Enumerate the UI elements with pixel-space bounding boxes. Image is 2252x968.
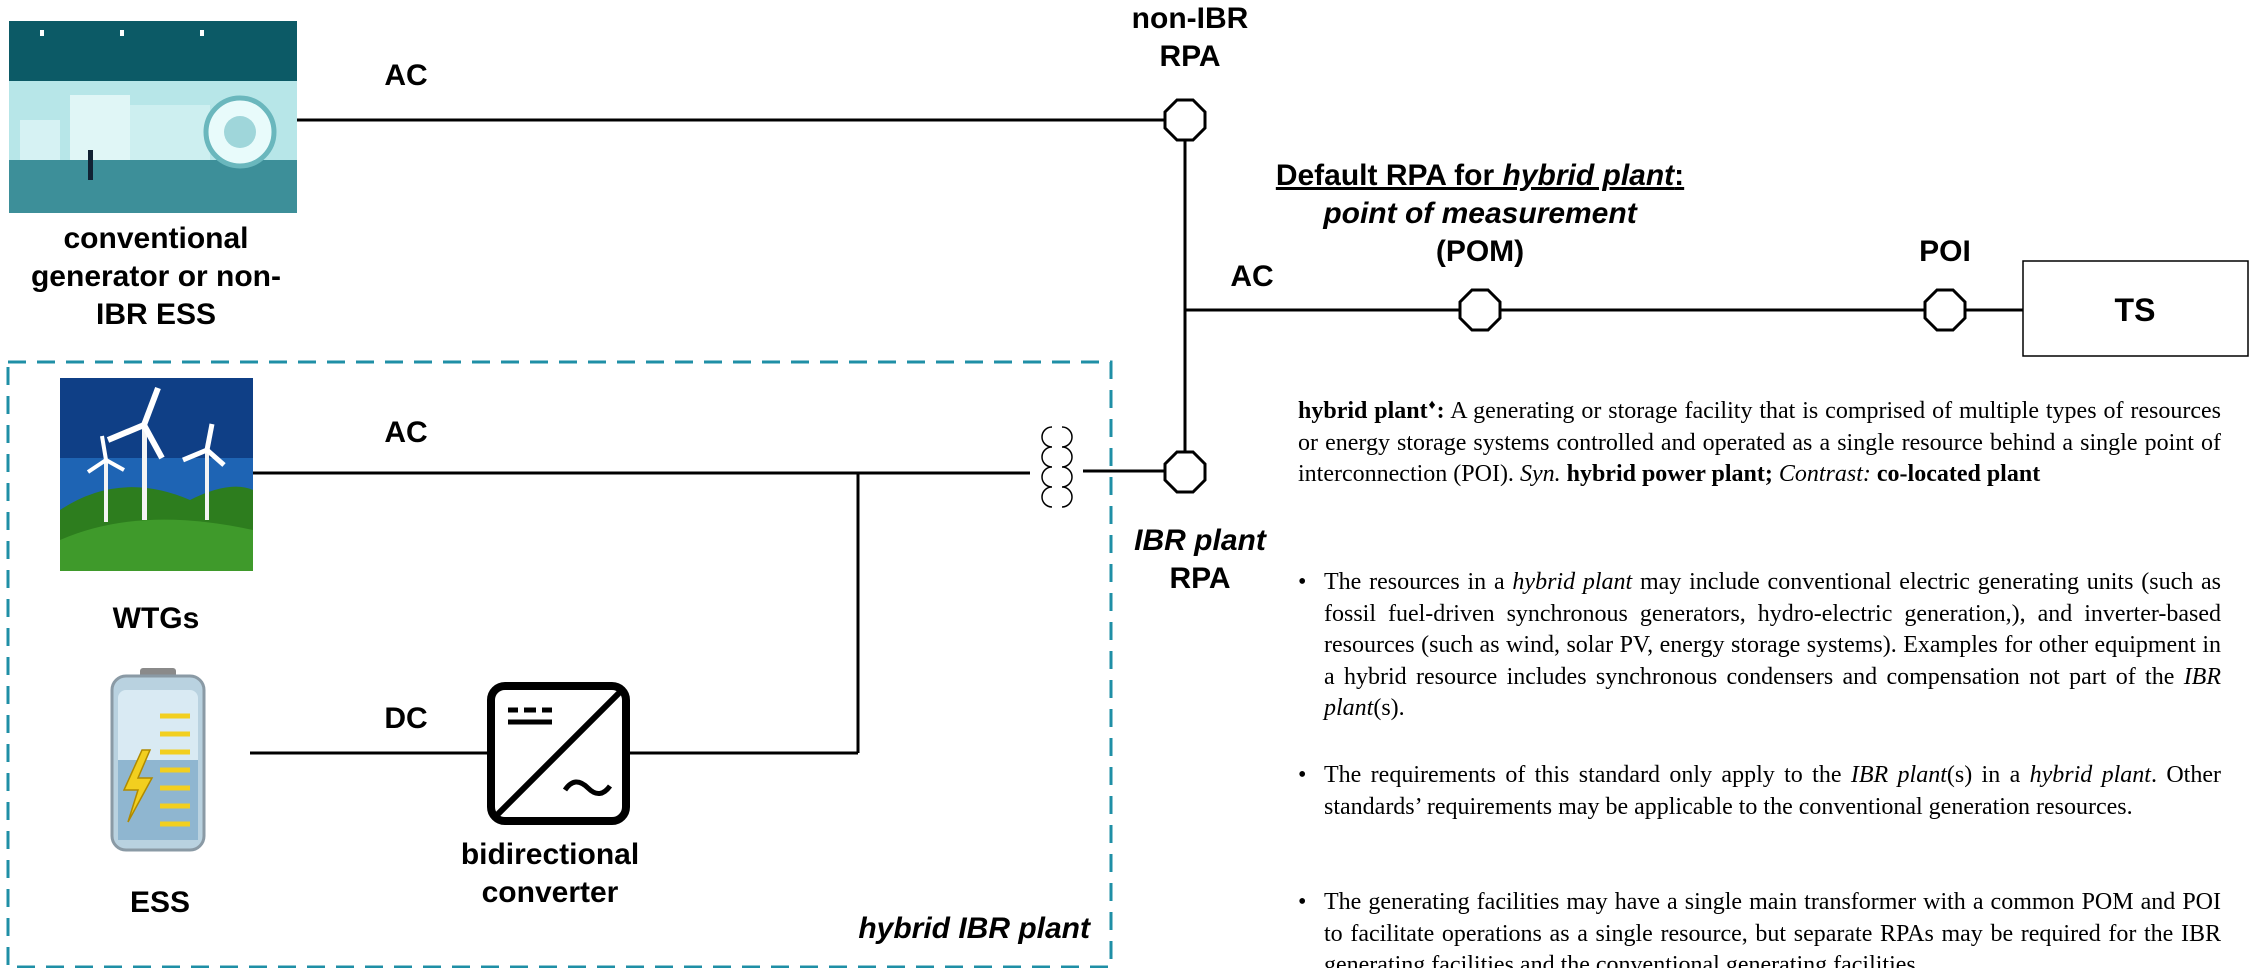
ac-label-wtg: AC xyxy=(384,416,428,449)
bullet-2-text-a: The requirements of this standard only a… xyxy=(1324,762,1851,788)
bullet-1-text-b: may include conventional electric genera… xyxy=(1324,569,2222,690)
definition-term-mark: ♦ xyxy=(1427,398,1437,413)
conventional-generator-label: conventional generator or non- IBR ESS xyxy=(0,220,312,334)
wiring xyxy=(250,118,2023,755)
ess-label: ESS xyxy=(129,886,191,919)
pom-line2: (POM) xyxy=(1435,235,1525,268)
conventional-line3: IBR ESS xyxy=(95,298,217,331)
bullet-3-text: The generating facilities may have a sin… xyxy=(1324,889,2221,968)
definition-syn-term: hybrid power plant; xyxy=(1560,461,1773,487)
definition-text: A generating or storage facility that is… xyxy=(1298,398,2221,487)
definition-contrast-term: co-located plant xyxy=(1870,461,2041,487)
bullet-2-italic-2: hybrid plant xyxy=(2029,762,2151,788)
definition-colon: : xyxy=(1436,398,1445,424)
poi-label: POI xyxy=(1919,235,1971,268)
bullet-2-marker: • xyxy=(1298,762,1307,788)
ac-label-top: AC xyxy=(384,59,428,92)
ts-box xyxy=(2022,260,2249,357)
battery-image xyxy=(110,668,206,852)
transformer-symbol xyxy=(1041,426,1073,508)
ts-label: TS xyxy=(2114,292,2156,328)
default-rpa-suffix: : xyxy=(1674,159,1685,192)
non-ibr-rpa-line1: non-IBR xyxy=(1131,2,1249,35)
hybrid-ibr-plant-boundary xyxy=(6,360,1113,968)
ibr-rpa-label: IBR plant RPA xyxy=(1115,522,1285,598)
ac-label-mid: AC xyxy=(1230,260,1274,293)
default-rpa-label: Default RPA for hybrid plant: point of m… xyxy=(1230,157,1730,271)
bullet-1: • The resources in a hybrid plant may inc… xyxy=(1298,567,2221,725)
bullet-3-marker: • xyxy=(1298,889,1307,915)
bullet-2-italic: IBR plant xyxy=(1850,762,1947,788)
pom-node xyxy=(1458,288,1502,332)
ibr-rpa-line2: RPA xyxy=(1169,562,1231,595)
converter-line2: converter xyxy=(481,876,619,909)
conventional-generator-image xyxy=(9,21,297,213)
converter-line1: bidirectional xyxy=(460,838,640,871)
conventional-line2: generator or non- xyxy=(30,260,281,293)
default-rpa-prefix: Default RPA for xyxy=(1275,159,1503,192)
ibr-rpa-line1: IBR plant xyxy=(1134,524,1266,557)
hybrid-plant-definition: hybrid plant♦: A generating or storage f… xyxy=(1298,390,2221,491)
definition-contrast-label: Contrast: xyxy=(1772,461,1871,487)
non-ibr-rpa-node xyxy=(1163,98,1207,142)
bullet-1-italic: hybrid plant xyxy=(1512,569,1633,595)
bullet-2-text-b: (s) in a xyxy=(1946,762,2030,788)
bullet-1-marker: • xyxy=(1298,569,1307,595)
pom-line1: point of measurement xyxy=(1323,197,1637,230)
bullet-2-text-c: . Other standards’ requirements may be a… xyxy=(1324,762,2221,820)
dc-label: DC xyxy=(384,702,428,735)
converter-label: bidirectional converter xyxy=(430,836,670,912)
default-rpa-italic: hybrid plant xyxy=(1502,159,1675,192)
non-ibr-rpa-line2: RPA xyxy=(1159,39,1221,73)
non-ibr-rpa-label: non-IBR RPA xyxy=(1110,0,1270,75)
definition-syn-label: Syn. xyxy=(1519,461,1561,487)
definition-term: hybrid plant xyxy=(1298,398,1428,424)
hybrid-ibr-plant-label: hybrid IBR plant xyxy=(858,912,1090,945)
bullet-2: • The requirements of this standard only … xyxy=(1298,760,2221,823)
default-rpa-line1: Default RPA for hybrid plant: xyxy=(1230,157,1730,195)
wind-turbine-image xyxy=(60,378,253,571)
wtgs-label: WTGs xyxy=(112,602,200,635)
ibr-rpa-node xyxy=(1163,450,1207,494)
bullet-1-italic-2: IBR plant xyxy=(1324,663,2221,722)
bullet-1-text-c: (s). xyxy=(1373,695,1405,721)
bullet-3: • The generating facilities may have a si… xyxy=(1298,887,2221,968)
bullet-1-text-a: The resources in a xyxy=(1324,569,1513,595)
poi-node xyxy=(1923,288,1967,332)
conventional-line1: conventional xyxy=(63,222,249,255)
